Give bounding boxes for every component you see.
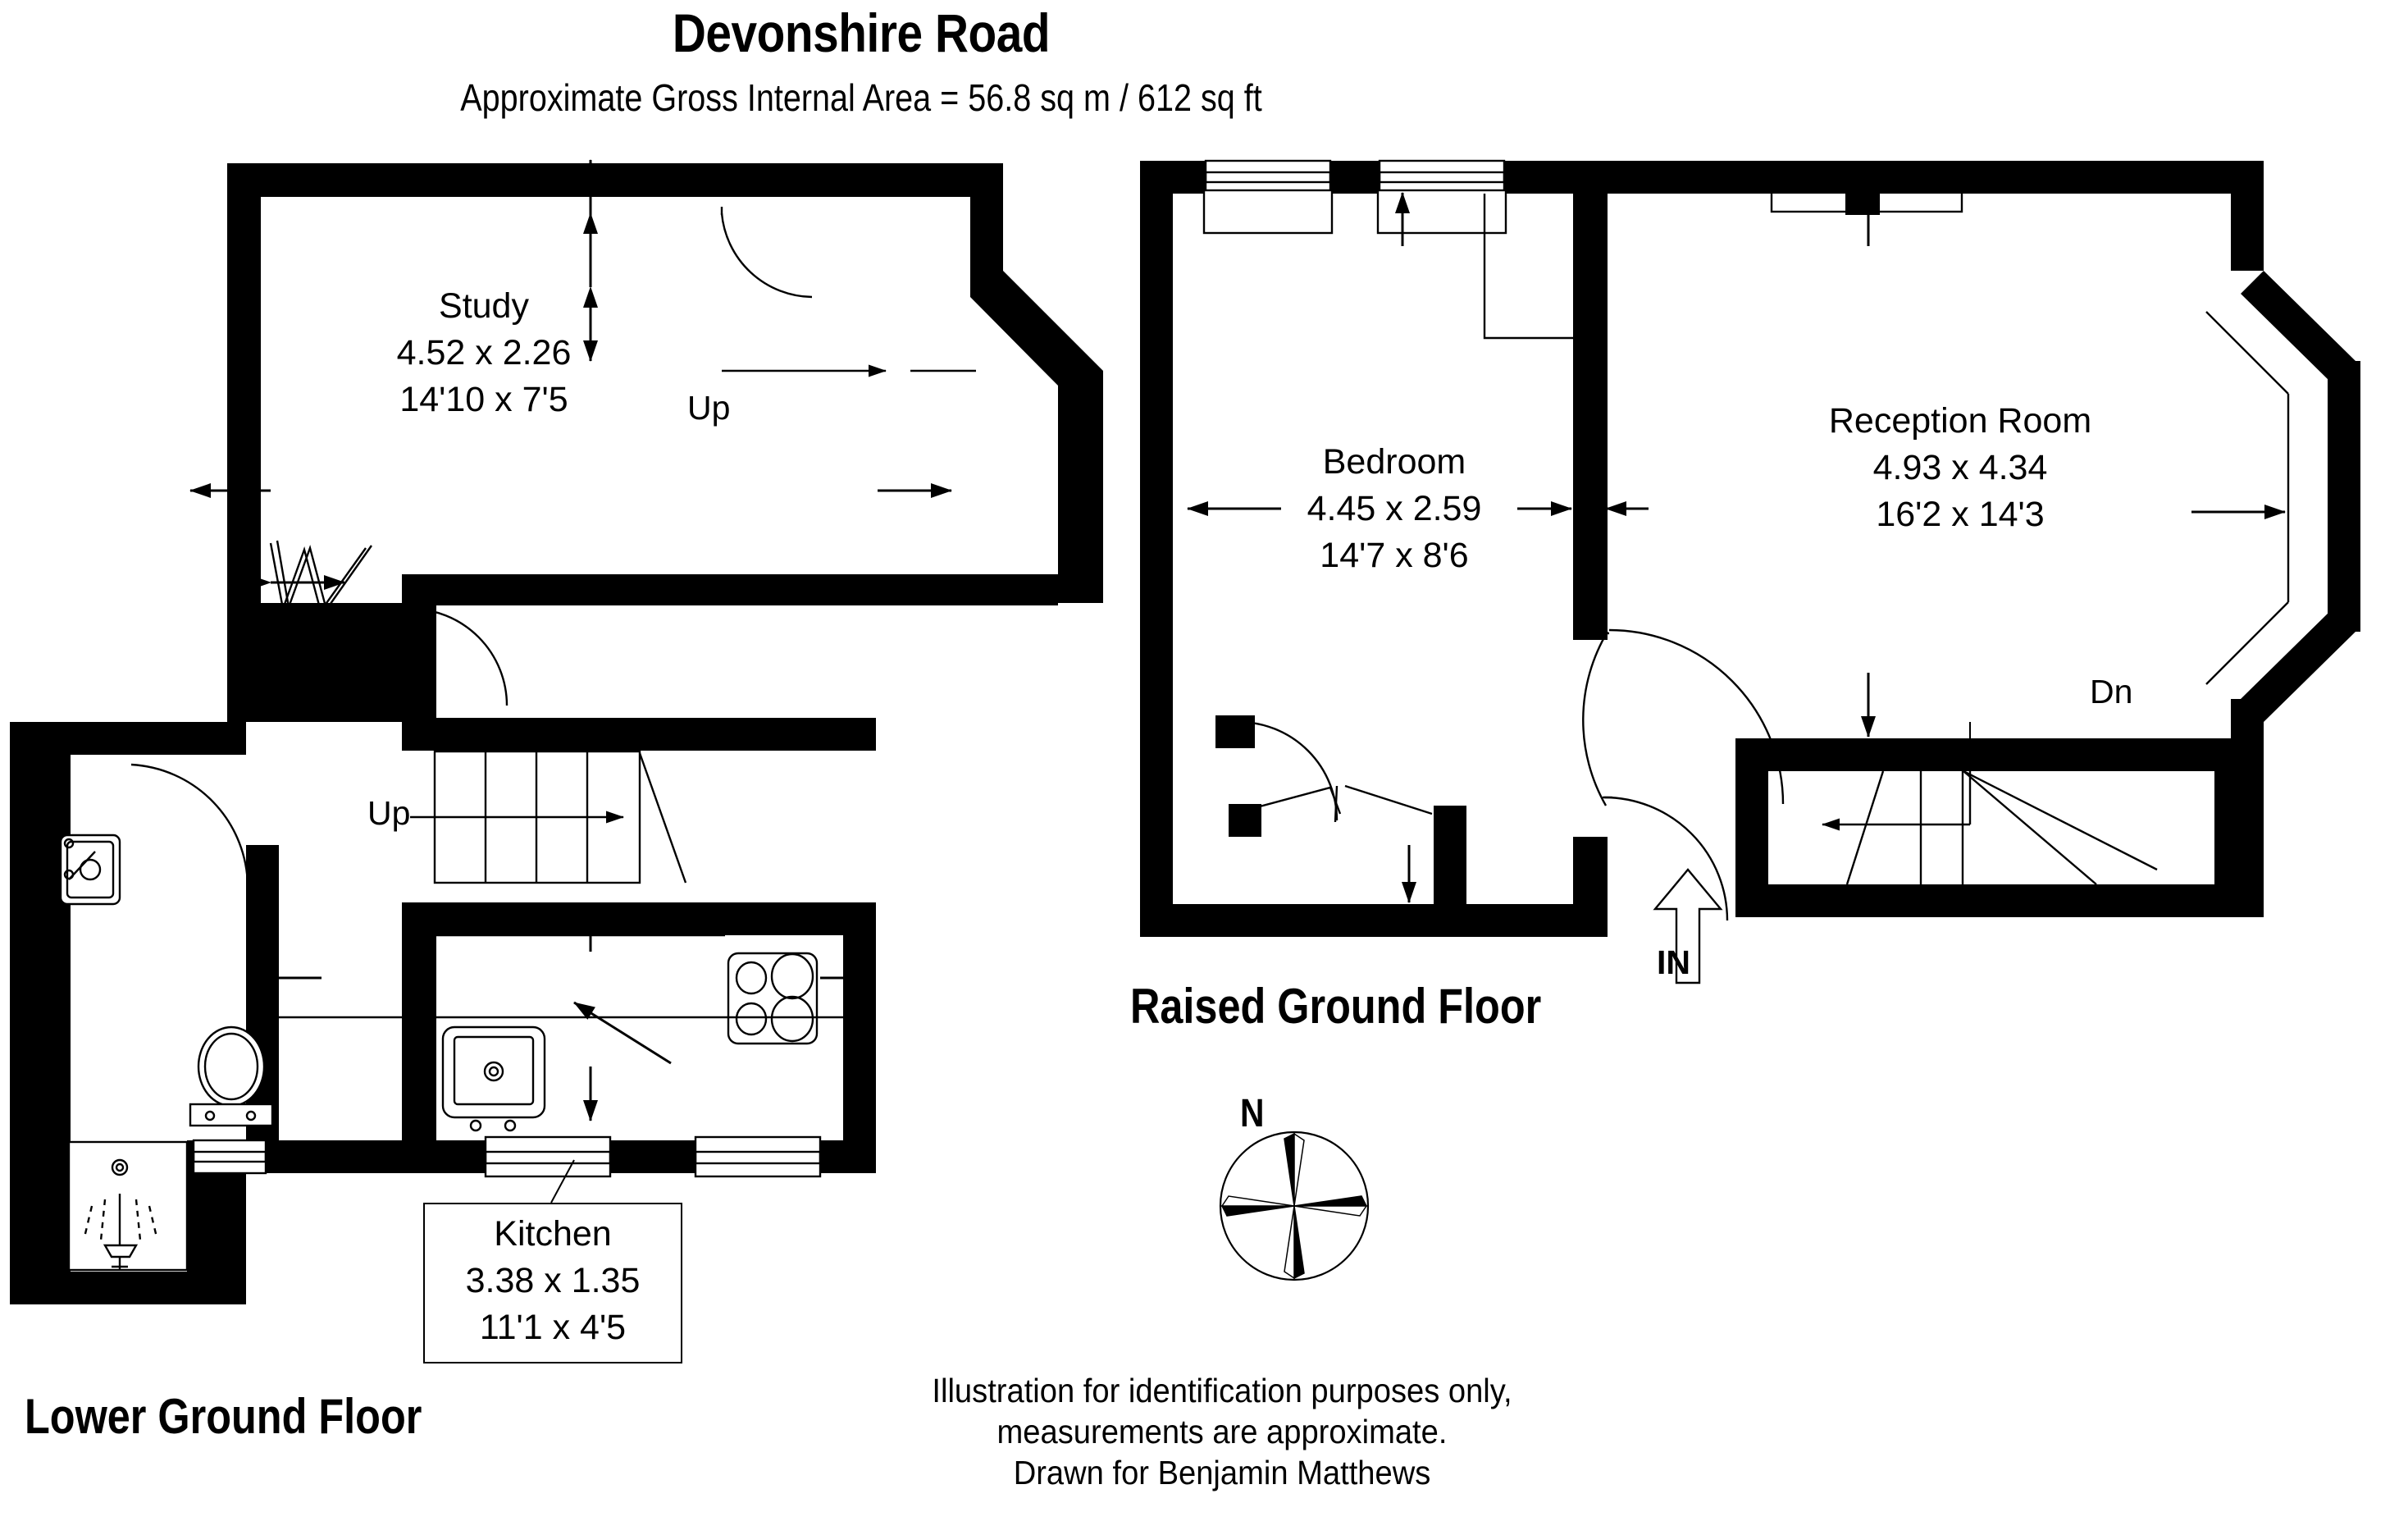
compass-north-label: N [1240, 1092, 1265, 1135]
entrance-in-label: IN [1657, 943, 1690, 981]
stair-raised-dn [1822, 722, 2158, 885]
window-opening [1204, 159, 1332, 195]
stair-lower-up [410, 750, 687, 884]
kitchen-sink-fixture [441, 1025, 546, 1132]
kitchen-label-box: Kitchen 3.38 x 1.35 11'1 x 4'5 [423, 1203, 682, 1363]
room-metric: 3.38 x 1.35 [465, 1261, 641, 1300]
alcove-outline [1483, 194, 1575, 340]
window-opening [484, 1135, 612, 1178]
room-label-kitchen: Kitchen 3.38 x 1.35 11'1 x 4'5 [425, 1204, 681, 1351]
footer-line-3: Drawn for Benjamin Matthews [1013, 1454, 1431, 1491]
room-label-reception: Reception Room 4.93 x 4.34 16'2 x 14'3 [1747, 398, 2173, 538]
room-name: Study [439, 286, 529, 326]
floor-title-raised-ground: Raised Ground Floor [1130, 979, 1542, 1034]
room-name: Reception Room [1828, 401, 2092, 441]
room-imperial: 14'7 x 8'6 [1320, 536, 1469, 575]
room-name: Bedroom [1322, 442, 1466, 482]
stair-up-label-hall: Up [367, 794, 411, 832]
page-title: Devonshire Road [672, 2, 1051, 63]
lower-ground-windows [192, 1135, 822, 1178]
window-opening [1378, 159, 1506, 195]
room-metric: 4.52 x 2.26 [396, 333, 572, 372]
kitchen-leader-line [550, 1159, 575, 1204]
raised-ground-doors [1215, 628, 1785, 921]
room-label-study: Study 4.52 x 2.26 14'10 x 7'5 [312, 283, 656, 423]
room-imperial: 16'2 x 14'3 [1876, 495, 2045, 534]
shower-fixture [67, 1140, 189, 1272]
sink-fixture [59, 834, 121, 906]
dimension-arrows-lower [189, 159, 952, 1121]
toilet-fixture [189, 1025, 274, 1127]
room-name: Kitchen [494, 1214, 612, 1254]
room-metric: 4.45 x 2.59 [1307, 489, 1482, 528]
hob-fixture [727, 952, 819, 1045]
room-imperial: 14'10 x 7'5 [399, 380, 568, 419]
footer-line-1: Illustration for identification purposes… [932, 1372, 1512, 1409]
area-subtitle: Approximate Gross Internal Area = 56.8 s… [460, 76, 1262, 119]
dimension-arrows-raised [1187, 192, 2286, 903]
room-label-bedroom: Bedroom 4.45 x 2.59 14'7 x 8'6 [1222, 439, 1567, 579]
entrance-arrow [1653, 868, 1723, 984]
footer-disclaimer: Illustration for identification purposes… [650, 1370, 1795, 1493]
kitchen-worktop [262, 934, 843, 1019]
floor-title-lower-ground: Lower Ground Floor [25, 1389, 422, 1444]
room-imperial: 11'1 x 4'5 [479, 1308, 627, 1347]
window-opening [192, 1139, 267, 1175]
stair-dn-label: Dn [2090, 673, 2133, 710]
footer-line-2: measurements are approximate. [996, 1413, 1448, 1450]
compass-rose [1219, 1130, 1370, 1281]
stair-up-label-study: Up [687, 389, 731, 427]
window-opening [694, 1135, 822, 1178]
lower-ground-doors [130, 207, 813, 887]
room-metric: 4.93 x 4.34 [1872, 448, 2048, 487]
bifold-door-icon [269, 540, 372, 614]
